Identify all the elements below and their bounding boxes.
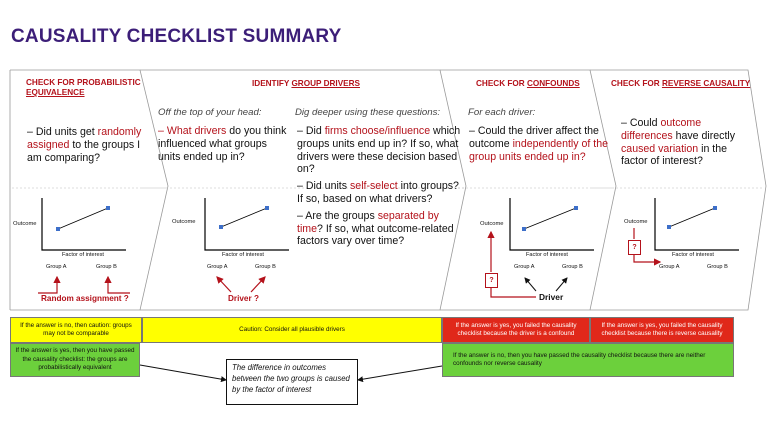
chart3-axes — [509, 198, 594, 251]
chart3-point-a — [522, 227, 526, 231]
panel2-question-2: – Did units self-select into groups? If … — [297, 180, 459, 205]
panel1-question: – Did units get randomly assigned to the… — [27, 126, 142, 164]
chart2-line — [220, 207, 268, 228]
chart2-axes — [204, 198, 289, 251]
mini-chart-4 — [654, 198, 739, 251]
confound-connector — [490, 287, 536, 298]
chart1-axes — [41, 198, 126, 251]
reverse-question-box: ? — [628, 240, 641, 255]
yellow-caution-box-middle: Caution: Consider all plausible drivers — [142, 317, 442, 343]
mini-chart-1 — [41, 198, 126, 251]
chevron-outline-3 — [440, 69, 617, 311]
panel1-heading: CHECK FOR PROBABILISTIC EQUIVALENCE — [26, 78, 141, 97]
reverse-arrow — [633, 253, 662, 266]
chart1-y-label: Outcome — [13, 221, 37, 227]
chart4-x-label: Factor of interest — [672, 252, 714, 258]
green-pass-box-right: If the answer is no, then you have passe… — [442, 343, 734, 377]
page-title: CAUSALITY CHECKLIST SUMMARY — [11, 26, 342, 47]
chart4-axes — [654, 198, 739, 251]
panel2-heading: IDENTIFY GROUP DRIVERS — [252, 79, 360, 88]
chart2-point-b — [265, 206, 269, 210]
chart1-group-b: Group B — [96, 264, 117, 270]
driver-arrow-b — [250, 276, 266, 293]
red-fail-box-confound: If the answer is yes, you failed the cau… — [442, 317, 590, 343]
panel4-heading: CHECK FOR REVERSE CAUSALITY — [611, 79, 751, 88]
chart4-group-a: Group A — [659, 264, 680, 270]
right-to-middle-arrow — [357, 365, 443, 383]
left-to-middle-arrow — [139, 364, 227, 383]
mini-chart-3 — [509, 198, 594, 251]
chart4-point-b — [713, 206, 717, 210]
chevron-outline-1 — [10, 69, 169, 311]
chart4-line — [668, 207, 716, 228]
panel2-subheading-left: Off the top of your head: — [158, 107, 262, 118]
chart2-group-b: Group B — [255, 264, 276, 270]
chart2-x-label: Factor of interest — [222, 252, 264, 258]
chart1-x-label: Factor of interest — [62, 252, 104, 258]
panel3-heading: CHECK FOR CONFOUNDS — [476, 79, 580, 88]
chart2-group-a: Group A — [207, 264, 228, 270]
panel3-question: – Could the driver affect the outcome in… — [469, 125, 608, 163]
chart3-group-a: Group A — [514, 264, 535, 270]
chart2-point-a — [219, 225, 223, 229]
chart1-group-a: Group A — [46, 264, 67, 270]
chart4-point-a — [667, 225, 671, 229]
panel2-subheading-right: Dig deeper using these questions: — [295, 107, 441, 118]
chart4-group-b: Group B — [707, 264, 728, 270]
random-assignment-label: Random assignment ? — [41, 294, 129, 303]
panel2-question-3: – Are the groups separated by time? If s… — [297, 209, 454, 248]
chart4-y-label: Outcome — [624, 219, 648, 225]
driver-question-label: Driver ? — [228, 294, 259, 303]
chart3-point-b — [574, 206, 578, 210]
confound-question-box: ? — [485, 273, 498, 288]
chart1-line — [57, 207, 109, 230]
yellow-caution-box-left: If the answer is no, then caution: group… — [10, 317, 142, 343]
panel2-question-left: – What drivers do you think influenced w… — [158, 125, 287, 163]
red-fail-box-reverse: If the answer is yes, you failed the cau… — [590, 317, 734, 343]
chevron-outline-4 — [590, 69, 767, 311]
chart1-point-a — [56, 227, 60, 231]
chart2-y-label: Outcome — [172, 219, 196, 225]
chart3-x-label: Factor of interest — [526, 252, 568, 258]
chart1-point-b — [106, 206, 110, 210]
random-arrow-b — [104, 275, 130, 294]
panel3-subheading: For each driver: — [468, 107, 536, 118]
panel2-questions-right: – Did firms choose/influence which group… — [297, 125, 461, 248]
mini-chart-2 — [204, 198, 289, 251]
green-pass-box-left: If the answer is yes, then you have pass… — [10, 343, 140, 377]
conclusion-box: The difference in outcomes between the t… — [226, 359, 358, 405]
panel4-question: – Could outcome differences have directl… — [621, 117, 736, 168]
panel2-question-1: – Did firms choose/influence which group… — [297, 125, 461, 176]
driver-arrow-a — [216, 276, 232, 293]
chart3-y-label: Outcome — [480, 221, 504, 227]
driver-label: Driver — [539, 292, 564, 302]
chevron-outline-2 — [140, 69, 467, 311]
random-arrow-a — [38, 275, 61, 294]
driver-arrow-group-b — [555, 277, 568, 292]
chart3-line — [523, 207, 577, 230]
chart3-group-b: Group B — [562, 264, 583, 270]
driver-arrow-group-a — [524, 277, 537, 292]
